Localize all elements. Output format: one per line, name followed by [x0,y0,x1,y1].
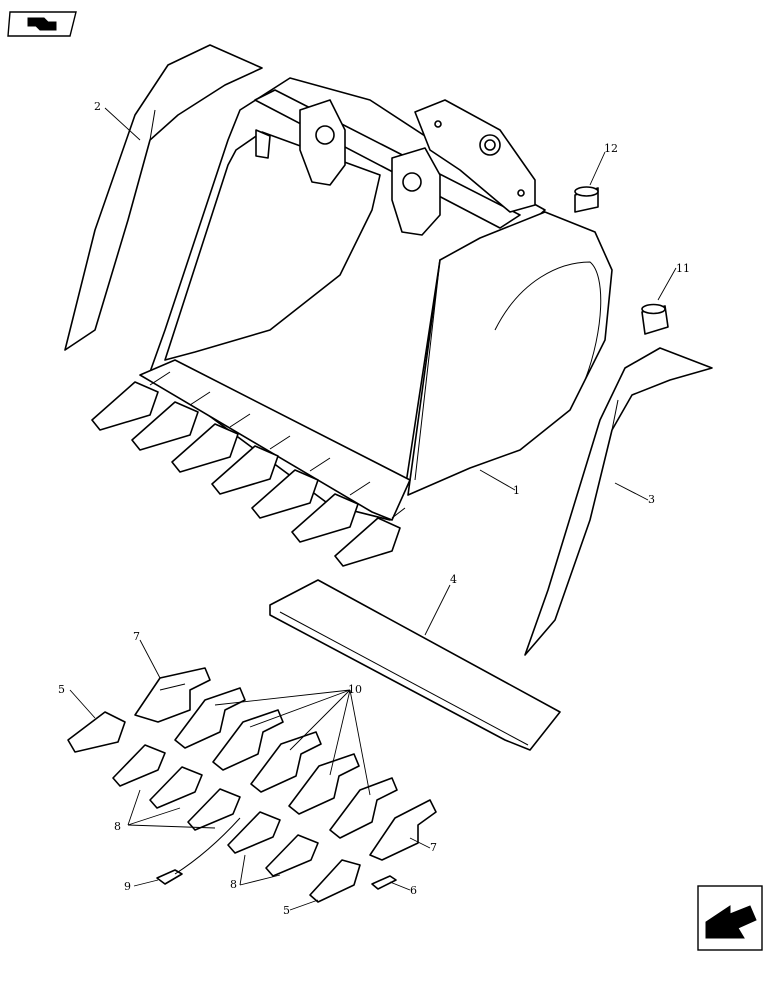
next-page-arrow-icon[interactable] [697,885,763,951]
side-plate-left [64,44,263,351]
callout-6: 6 [410,884,417,897]
callout-9: 9 [124,880,131,893]
loose-teeth-8-group [112,744,319,877]
callout-4: 4 [450,573,457,586]
callout-10: 10 [348,683,362,696]
callout-8-left: 8 [114,820,121,833]
callout-11: 11 [676,262,690,275]
adapter-10-row [174,687,398,839]
callout-5-top: 5 [58,683,65,696]
pin-9 [156,817,241,885]
callout-8-bottom: 8 [230,878,237,891]
callout-12: 12 [604,142,618,155]
bushing-12 [574,186,599,213]
side-plate-right [524,347,713,656]
adapter-7-right [369,799,437,861]
callout-5-bottom: 5 [283,904,290,917]
loose-tooth-5-bottom [309,859,361,903]
callout-7-right: 7 [430,841,437,854]
leader-lines [69,107,677,911]
callout-3: 3 [648,493,655,506]
callout-labels: 2 1 3 4 5 7 10 8 8 7 9 5 6 12 11 [58,100,690,917]
bucket-teeth-row [91,371,406,567]
callout-1: 1 [513,484,520,497]
book-nav-icon[interactable] [7,11,77,37]
pin-6 [371,875,397,890]
bushing-11 [641,303,669,335]
callout-2: 2 [94,100,101,113]
loose-tooth-5-top [67,711,126,753]
bucket [139,77,613,521]
adapter-7-left [134,667,211,723]
callout-7-top: 7 [133,630,140,643]
cutting-edge-4 [269,579,561,751]
